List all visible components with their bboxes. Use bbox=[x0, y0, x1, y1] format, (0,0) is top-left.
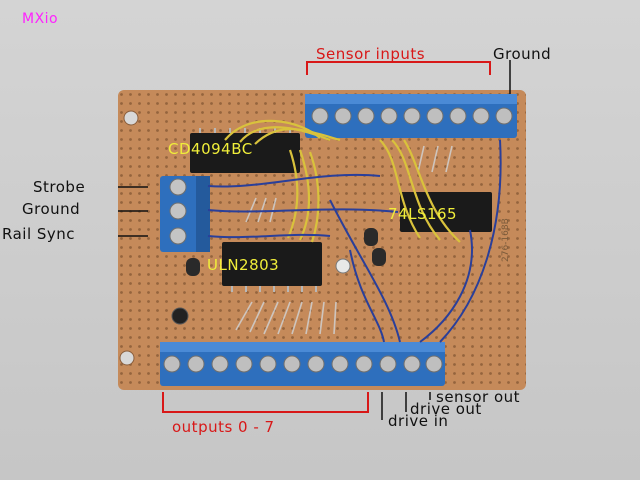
chip-label-cd4094: CD4094BC bbox=[168, 140, 253, 158]
left-terminal-block bbox=[160, 176, 210, 252]
board-print: 276-168B bbox=[501, 218, 511, 262]
title-mxio: MXio bbox=[22, 11, 59, 27]
chip-label-uln2803: ULN2803 bbox=[207, 256, 280, 274]
label-sensor-out: sensor out bbox=[436, 388, 521, 406]
transistor bbox=[364, 228, 378, 246]
label-drive-out: drive out bbox=[410, 400, 482, 418]
label-ground-top: Ground bbox=[493, 45, 552, 63]
label-strobe: Strobe bbox=[33, 178, 86, 196]
chip-uln2803 bbox=[222, 242, 322, 286]
top-terminal-block bbox=[305, 94, 517, 138]
capacitor bbox=[171, 307, 189, 325]
mount-hole bbox=[119, 350, 135, 366]
mount-hole bbox=[123, 110, 139, 126]
bottom-terminal-block bbox=[160, 342, 445, 386]
label-rail-sync: Rail Sync bbox=[2, 225, 76, 243]
chip-label-74ls165: 74LS165 bbox=[388, 205, 458, 223]
chip-74ls165 bbox=[400, 192, 492, 232]
label-ground-left: Ground bbox=[22, 200, 81, 218]
transistor bbox=[186, 258, 200, 276]
label-sensor-inputs: Sensor inputs bbox=[316, 45, 426, 63]
capacitor bbox=[335, 258, 351, 274]
transistor bbox=[372, 248, 386, 266]
label-outputs: outputs 0 - 7 bbox=[172, 418, 275, 436]
annotation-lines bbox=[118, 60, 511, 420]
chip-cd4094 bbox=[190, 133, 300, 173]
label-drive-in: drive in bbox=[388, 412, 449, 430]
